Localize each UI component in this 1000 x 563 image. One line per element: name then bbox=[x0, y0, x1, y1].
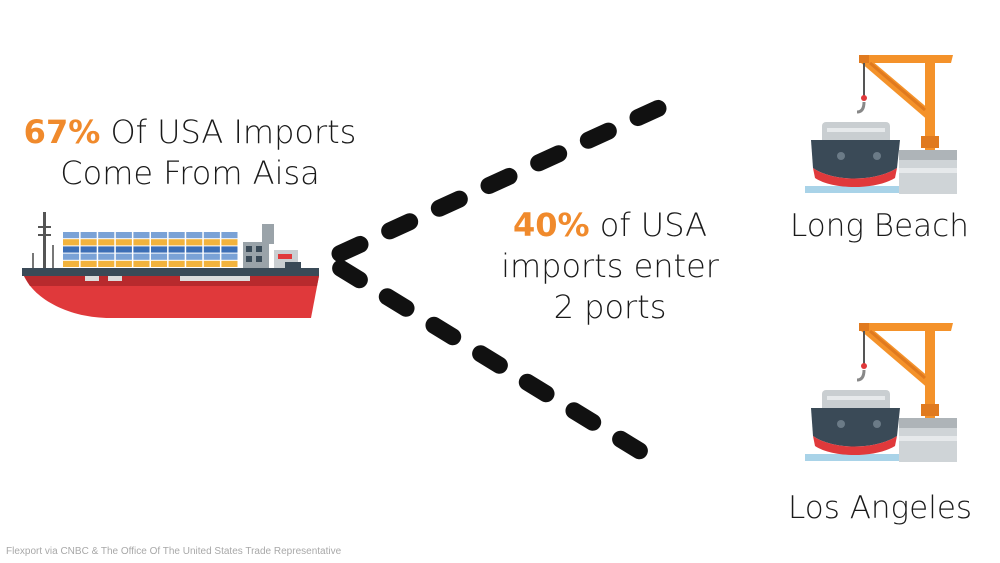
container-block bbox=[221, 260, 238, 267]
container-block bbox=[115, 260, 132, 267]
route-dash bbox=[565, 402, 602, 431]
container-block bbox=[186, 232, 203, 239]
container-block bbox=[63, 246, 80, 253]
container-block bbox=[63, 253, 80, 260]
headline-line-1-rest: Of USA Imports bbox=[100, 113, 357, 151]
container-block bbox=[203, 239, 220, 246]
route-dash bbox=[425, 316, 462, 346]
route-dash bbox=[480, 167, 518, 195]
route-dash bbox=[518, 373, 555, 403]
container-block bbox=[80, 239, 97, 246]
container-block bbox=[168, 232, 185, 239]
container-block bbox=[151, 232, 168, 239]
route-dash bbox=[332, 259, 368, 289]
container-block bbox=[80, 246, 97, 253]
container-block bbox=[133, 232, 150, 239]
route-dash bbox=[472, 345, 508, 374]
container-block bbox=[80, 253, 97, 260]
port-label-long-beach: Long Beach bbox=[790, 208, 969, 244]
container-block bbox=[80, 232, 97, 239]
container-block bbox=[115, 246, 132, 253]
headline-text: 67% Of USA Imports Come From Aisa bbox=[20, 112, 360, 194]
route-dash bbox=[629, 99, 667, 127]
route-dash bbox=[530, 145, 568, 172]
container-block bbox=[186, 260, 203, 267]
route-dash bbox=[378, 288, 415, 317]
container-block bbox=[221, 253, 238, 260]
route-dash bbox=[579, 122, 617, 149]
route-dash bbox=[381, 213, 419, 240]
container-block bbox=[221, 232, 238, 239]
container-block bbox=[133, 239, 150, 246]
container-block bbox=[115, 239, 132, 246]
port-los-angeles-icon bbox=[805, 323, 957, 462]
container-block bbox=[168, 246, 185, 253]
headline-line-2: Come From Aisa bbox=[60, 154, 320, 192]
port-label-los-angeles: Los Angeles bbox=[788, 490, 973, 526]
container-block bbox=[151, 246, 168, 253]
container-block bbox=[63, 232, 80, 239]
container-block bbox=[168, 253, 185, 260]
headline-line-1: 67% Of USA Imports bbox=[20, 112, 360, 153]
cargo-ship-icon bbox=[22, 212, 319, 318]
container-block bbox=[115, 253, 132, 260]
container-block bbox=[221, 239, 238, 246]
ports-line-2: imports enter bbox=[501, 247, 719, 285]
source-credit: Flexport via CNBC & The Office Of The Un… bbox=[6, 546, 342, 557]
container-block bbox=[115, 232, 132, 239]
container-block bbox=[63, 260, 80, 267]
container-block bbox=[221, 246, 238, 253]
container-block bbox=[63, 239, 80, 246]
container-block bbox=[203, 246, 220, 253]
route-dash bbox=[331, 235, 369, 263]
route-dashes bbox=[331, 99, 667, 460]
container-block bbox=[203, 232, 220, 239]
container-block bbox=[151, 239, 168, 246]
container-block bbox=[98, 260, 115, 267]
container-block bbox=[168, 239, 185, 246]
port-long-beach-icon bbox=[805, 55, 957, 194]
container-block bbox=[168, 260, 185, 267]
ports-line-1-rest: of USA bbox=[589, 206, 707, 244]
container-block bbox=[133, 260, 150, 267]
container-block bbox=[98, 239, 115, 246]
container-block bbox=[186, 239, 203, 246]
ports-statement: 40% of USA imports enter 2 ports bbox=[480, 205, 740, 328]
ports-percent: 40% bbox=[513, 206, 590, 244]
container-block bbox=[98, 232, 115, 239]
route-dash bbox=[430, 190, 468, 217]
container-block bbox=[80, 260, 97, 267]
ports-line-3: 2 ports bbox=[553, 288, 667, 326]
route-dash bbox=[612, 430, 648, 460]
headline-percent: 67% bbox=[23, 113, 101, 151]
container-block bbox=[133, 246, 150, 253]
container-block bbox=[151, 260, 168, 267]
container-block bbox=[186, 246, 203, 253]
container-block bbox=[151, 253, 168, 260]
container-block bbox=[203, 260, 220, 267]
container-block bbox=[98, 246, 115, 253]
container-block bbox=[186, 253, 203, 260]
ports-line-1: 40% of USA bbox=[480, 205, 740, 246]
container-block bbox=[133, 253, 150, 260]
container-block bbox=[98, 253, 115, 260]
container-block bbox=[203, 253, 220, 260]
